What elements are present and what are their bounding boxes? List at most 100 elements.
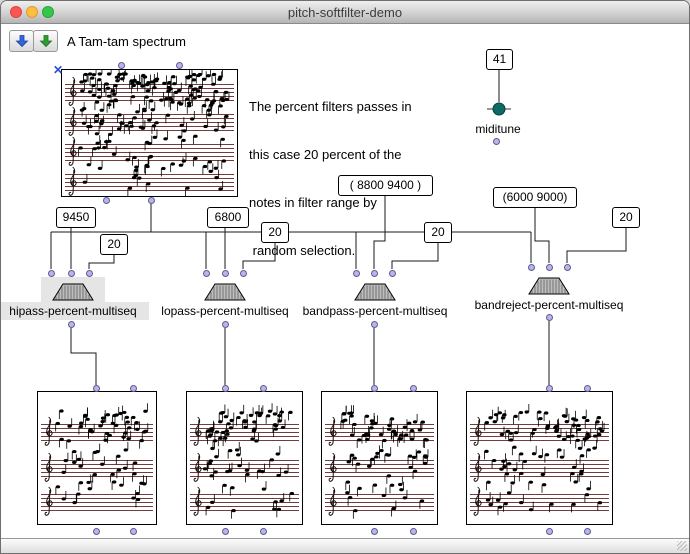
note-cluster [484,403,605,516]
treble-clef-icon [193,486,202,516]
value-box-bandpass-percent[interactable]: 20 [424,222,452,243]
connection-dot[interactable] [67,320,75,328]
value-box-bandpass-range[interactable]: ( 8800 9400 ) [338,175,433,196]
multiseq-box-hipass-result[interactable] [37,391,157,525]
value-box-miditune[interactable]: 41 [486,49,513,70]
dial-icon [487,102,511,116]
connection-dot[interactable] [92,384,100,392]
filter-label-hipass[interactable]: hipass-percent-multiseq [9,304,137,318]
connection-dot[interactable] [583,527,591,535]
connection-dot[interactable] [492,137,500,145]
connection-dot[interactable] [370,269,378,277]
connection-dot[interactable] [545,313,553,321]
filter-trapezoid-icon-hipass[interactable] [51,280,95,302]
filter-trapezoid-icon-lopass[interactable] [203,280,247,302]
connection-dot[interactable] [545,384,553,392]
connection-dot[interactable] [221,320,229,328]
note-cluster [202,403,295,519]
connection-dot[interactable] [409,384,417,392]
connection-dot[interactable] [583,384,591,392]
value-box-hipass-freq[interactable]: 9450 [56,207,96,228]
treble-clef-icon [193,452,202,482]
blue-down-arrow-icon[interactable] [9,30,34,52]
trapezoid-filter-glyph [528,277,570,295]
value-box-bandreject-percent[interactable]: 20 [612,207,640,228]
value-box-lopass-freq[interactable]: 6800 [207,207,249,228]
window-title: pitch-softfilter-demo [287,5,403,20]
comment-line: notes in filter range by [249,195,377,210]
connection-dot[interactable] [409,527,417,535]
multiseq-box-bandreject-result[interactable] [466,391,613,525]
value-box-hipass-percent[interactable]: 20 [100,234,128,255]
connection-dot[interactable] [545,527,553,535]
connection-dot[interactable] [370,320,378,328]
connection-dot[interactable] [352,269,360,277]
connection-dot[interactable] [259,527,267,535]
connection-dot[interactable] [388,269,396,277]
multiseq-box-lopass-result[interactable] [186,391,303,525]
green-down-arrow-icon[interactable] [33,30,58,52]
multiseq-box-bandpass-result[interactable] [321,391,438,525]
value-box-lopass-percent[interactable]: 20 [261,222,289,243]
treble-clef-icon [68,136,77,166]
horizontal-scrollbar[interactable] [1,538,689,553]
connection-dot[interactable] [67,269,75,277]
filter-trapezoid-icon-bandreject[interactable] [527,274,571,296]
connection-dot[interactable] [259,384,267,392]
connection-dot[interactable] [563,263,571,271]
connection-dot[interactable] [370,384,378,392]
title-bar: pitch-softfilter-demo [1,1,689,24]
connection-dot[interactable] [102,196,110,204]
treble-clef-icon [328,452,337,482]
comment-line: random selection. [249,243,356,258]
connection-dot[interactable] [370,527,378,535]
note-cluster [55,403,149,508]
filter-trapezoid-icon-bandpass[interactable] [353,280,397,302]
staff-lines [65,174,234,191]
comment-line: this case 20 percent of the [249,147,402,162]
treble-clef-icon [328,416,337,446]
connection-dot[interactable] [221,269,229,277]
treble-clef-icon [473,416,482,446]
minimize-button[interactable] [26,6,38,18]
connection-dot[interactable] [129,527,137,535]
selection-highlight [1,302,149,320]
filter-label-lopass[interactable]: lopass-percent-multiseq [161,304,289,318]
multiseq-box-source[interactable] [61,69,238,197]
connection-dot[interactable] [527,263,535,271]
connection-dot[interactable] [85,269,93,277]
connection-dot[interactable] [117,61,125,69]
connection-dot[interactable] [239,269,247,277]
treble-clef-icon [44,452,53,482]
comment-line: The percent filters passes in [249,99,412,114]
treble-clef-icon [68,76,77,106]
connection-dot[interactable] [545,263,553,271]
note-cluster [340,405,429,519]
staff-lines [470,494,609,511]
resize-grip-icon[interactable] [677,541,687,551]
connection-dot[interactable] [221,384,229,392]
connection-dot[interactable] [147,196,155,204]
connection-dot[interactable] [129,384,137,392]
filter-label-bandreject[interactable]: bandreject-percent-multiseq [474,298,624,312]
treble-clef-icon [68,106,77,136]
connection-dot[interactable] [202,269,210,277]
connection-dot[interactable] [92,527,100,535]
treble-clef-icon [473,452,482,482]
filter-label-bandpass[interactable]: bandpass-percent-multiseq [302,304,448,318]
staff-lines [41,460,153,477]
treble-clef-icon [44,486,53,516]
close-button[interactable] [10,6,22,18]
treble-clef-icon [473,486,482,516]
value-box-bandreject-range[interactable]: (6000 9000) [493,187,577,208]
connection-dot[interactable] [221,527,229,535]
box-close-marker[interactable]: ✕ [53,63,64,77]
zoom-button[interactable] [42,6,54,18]
connection-dot[interactable] [175,61,183,69]
miditune-knob[interactable] [485,101,513,122]
connection-dot[interactable] [47,269,55,277]
patch-heading: A Tam-tam spectrum [67,34,186,49]
treble-clef-icon [44,416,53,446]
